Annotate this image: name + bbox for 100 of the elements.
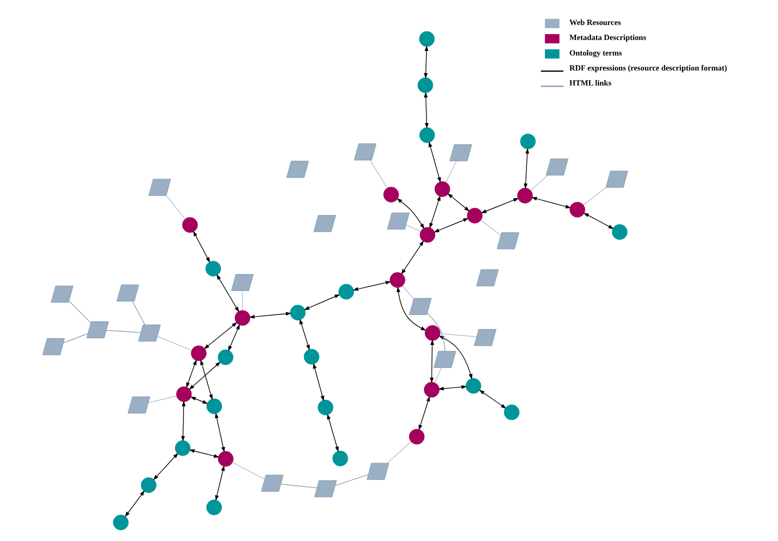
node-parallelogram — [366, 462, 389, 480]
node-parallelogram — [496, 232, 519, 250]
node-circle — [417, 77, 433, 93]
arrow — [438, 385, 466, 391]
node-circle — [520, 134, 536, 150]
node-parallelogram — [314, 480, 336, 498]
node-circle — [204, 260, 221, 276]
node-circle — [503, 404, 519, 420]
arrow — [192, 230, 210, 263]
node-parallelogram — [138, 324, 160, 342]
arrow — [480, 198, 518, 214]
node-circle — [424, 325, 440, 341]
node-circle — [382, 186, 398, 202]
arrow — [203, 322, 237, 350]
arrow — [312, 363, 324, 402]
arrow — [186, 360, 196, 388]
node-circle — [190, 346, 206, 362]
connector — [105, 330, 141, 333]
arrow — [188, 362, 220, 390]
arrow — [326, 414, 338, 452]
node-parallelogram — [86, 321, 108, 338]
node-circle — [206, 398, 222, 414]
node-circle — [418, 31, 434, 47]
arrow — [216, 274, 239, 312]
connector — [405, 224, 420, 232]
node-circle — [418, 127, 434, 143]
node-parallelogram — [116, 284, 139, 302]
connector — [68, 300, 91, 324]
arrow — [396, 198, 424, 230]
node-circle — [140, 477, 156, 493]
node-parallelogram — [42, 338, 64, 356]
arrow — [530, 196, 570, 208]
arrow — [228, 324, 240, 352]
node-circle — [317, 400, 333, 416]
arrow — [188, 449, 219, 458]
node-circle — [611, 224, 627, 240]
node-parallelogram — [50, 286, 73, 303]
connector — [444, 160, 456, 183]
node-circle — [465, 378, 481, 394]
node-circle — [174, 440, 190, 456]
node-circle — [206, 500, 222, 516]
arrow — [190, 396, 208, 404]
connector — [62, 333, 88, 344]
arrow — [299, 318, 310, 350]
arrow — [396, 286, 426, 331]
connector — [439, 333, 476, 338]
node-parallelogram — [545, 158, 568, 176]
arrow — [214, 412, 224, 452]
node-circle — [389, 272, 405, 288]
node-circle — [290, 304, 306, 320]
connector — [582, 187, 606, 206]
arrow — [478, 390, 506, 409]
node-parallelogram — [148, 178, 170, 196]
arrow — [152, 452, 178, 480]
node-circle — [217, 349, 233, 366]
arrow — [428, 195, 440, 228]
arrow — [248, 312, 291, 319]
arrow — [352, 280, 391, 291]
arrow — [523, 148, 529, 189]
node-circle — [234, 310, 250, 326]
connector — [370, 160, 387, 188]
node-circle — [338, 284, 354, 300]
node-parallelogram — [449, 144, 472, 162]
connector — [232, 462, 264, 480]
arrow — [304, 294, 340, 310]
node-parallelogram — [386, 212, 410, 230]
node-parallelogram — [353, 143, 376, 160]
connector — [148, 396, 176, 404]
connector — [434, 367, 442, 384]
node-circle — [112, 514, 128, 530]
node-parallelogram — [230, 274, 254, 291]
arrow — [418, 396, 430, 430]
node-circle — [182, 217, 198, 233]
connector — [402, 286, 414, 300]
connector — [334, 474, 368, 486]
node-parallelogram — [476, 269, 498, 286]
arrow — [428, 142, 440, 183]
arrow — [433, 218, 468, 232]
node-parallelogram — [286, 160, 308, 178]
connector — [131, 300, 145, 326]
node-circle — [408, 428, 424, 444]
node-circle — [516, 188, 532, 204]
connector — [166, 195, 185, 220]
node-parallelogram — [260, 474, 284, 492]
node-circle — [466, 208, 482, 224]
node-parallelogram — [313, 215, 336, 232]
node-parallelogram — [408, 298, 432, 315]
arrow — [400, 240, 424, 274]
connector — [280, 484, 317, 488]
node-circle — [303, 348, 319, 365]
connector — [480, 220, 500, 236]
arrow — [214, 465, 224, 501]
node-circle — [423, 382, 439, 398]
arrow — [124, 490, 144, 518]
arrow — [446, 193, 470, 212]
arrow — [429, 339, 434, 384]
arrow — [582, 212, 614, 229]
arrow — [423, 46, 428, 78]
connector — [156, 336, 192, 351]
node-circle — [176, 386, 192, 402]
